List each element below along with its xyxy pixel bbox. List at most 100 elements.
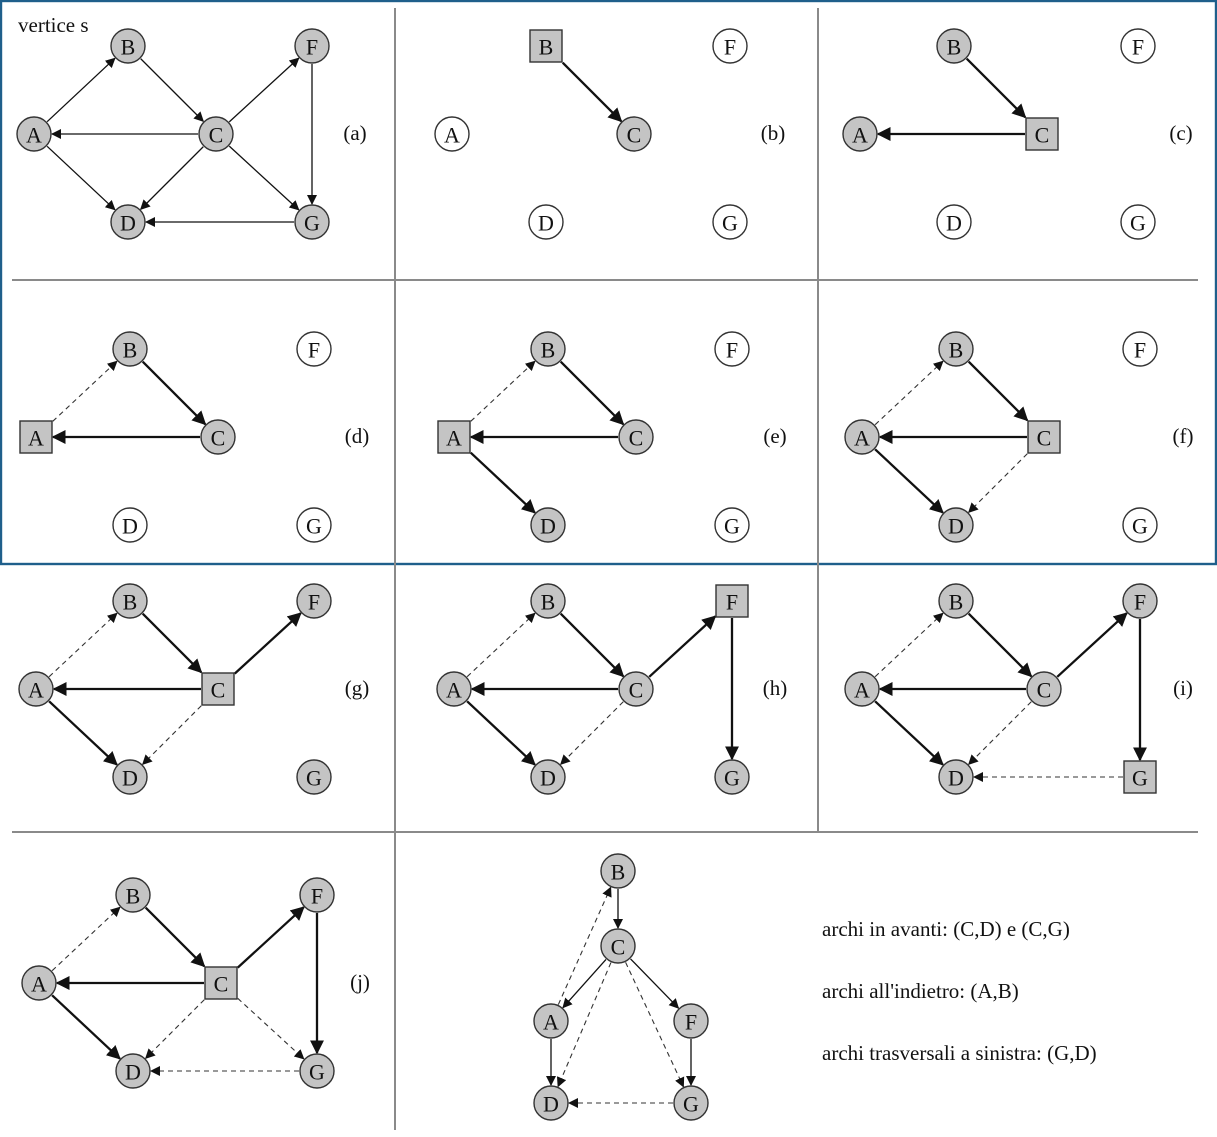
panel-h-node-b-circle (530, 583, 566, 619)
tree-node-c: C (600, 928, 636, 964)
panel-b-node-g-label: G (722, 211, 738, 236)
panel-g-node-g: G (296, 759, 332, 795)
panel-h-node-f-square (715, 584, 749, 618)
panel-g-edge-a-b (48, 612, 118, 678)
panel-h-node-d-label: D (540, 766, 556, 791)
panel-h-node-b-label: B (541, 590, 556, 615)
panel-b-node-a: A (434, 116, 470, 152)
panel-g-edge-c-f (233, 612, 302, 675)
panel-b-node-d-circle (528, 204, 564, 240)
panel-d-node-a-label: A (28, 426, 44, 451)
panel-d-edge-b-c (141, 360, 207, 426)
panel-a-edge-c-d (140, 146, 204, 210)
panel-h-node-a: A (436, 671, 472, 707)
panel-i-node-b-circle (938, 583, 974, 619)
panel-a-edge-b-c (140, 58, 204, 122)
panel-f-node-b-circle (938, 331, 974, 367)
panel-g-node-b-label: B (123, 590, 138, 615)
panel-j-node-c-label: C (214, 972, 229, 997)
panel-h-node-g-circle (714, 759, 750, 795)
panel-b-node-c-circle (616, 116, 652, 152)
panel-d-edges (51, 360, 207, 444)
panel-d-node-d: D (112, 507, 148, 543)
panel-d-node-d-circle (112, 507, 148, 543)
panel-h-node-c-label: C (629, 678, 644, 703)
panel-g-edge-c-d (142, 705, 202, 765)
panel-a-node-f: F (294, 28, 330, 64)
panel-h-node-g-label: G (724, 766, 740, 791)
tree-node-d-label: D (543, 1092, 559, 1117)
panel-i-node-c-circle (1026, 671, 1062, 707)
panel-b-node-c: C (616, 116, 652, 152)
panel-c-node-f: F (1120, 28, 1156, 64)
panel-d-node-f-circle (296, 331, 332, 367)
panel-f-edge-a-b (874, 360, 944, 426)
panel-b-edges (561, 61, 623, 123)
panel-e-edge-a-d (469, 451, 536, 514)
panel-i-label: (i) (1173, 676, 1193, 700)
panel-i-node-c: C (1026, 671, 1062, 707)
tree-node-a-circle (533, 1003, 569, 1039)
panel-c-node-a-label: A (852, 123, 868, 148)
panel-e-edges (469, 360, 625, 514)
panel-i-node-a-circle (844, 671, 880, 707)
panel-j-node-a: A (21, 965, 57, 1001)
panel-j-node-b-label: B (126, 884, 141, 909)
panel-i-edge-a-d (874, 700, 944, 766)
panel-h-edge-c-d (560, 701, 624, 765)
panel-f-edge-b-c (967, 360, 1029, 422)
tree-node-f: F (673, 1003, 709, 1039)
tree-node-f-circle (673, 1003, 709, 1039)
panel-f-node-a-circle (844, 419, 880, 455)
panel-e-node-f-label: F (726, 338, 738, 363)
panel-f-node-a-label: A (854, 426, 870, 451)
panel-i-node-a-label: A (854, 678, 870, 703)
tree-node-g: G (673, 1085, 709, 1121)
panel-g-node-g-label: G (306, 766, 322, 791)
panel-g-edge-a-d (48, 700, 118, 766)
tree-node-d: D (533, 1085, 569, 1121)
panel-j-edge-c-d (145, 999, 205, 1059)
panel-b-node-a-label: A (444, 123, 460, 148)
panel-i-edge-b-c (967, 612, 1033, 678)
panel-j-node-a-circle (21, 965, 57, 1001)
panel-e-node-a: A (437, 420, 471, 454)
panel-f-node-b-label: B (949, 338, 964, 363)
panel-c-node-f-label: F (1132, 35, 1144, 60)
panel-c-node-c-square (1025, 117, 1059, 151)
panel-e-node-g: G (714, 507, 750, 543)
panel-c-node-d-label: D (946, 211, 962, 236)
panel-j-node-b-circle (115, 877, 151, 913)
panel-f-node-f: F (1122, 331, 1158, 367)
panel-d-node-b-label: B (123, 338, 138, 363)
panel-g-node-f-label: F (308, 590, 320, 615)
legend-forward-edges: archi in avanti: (C,D) e (C,G) (822, 917, 1070, 941)
panel-a-edge-a-b (46, 57, 116, 123)
panel-d-node-a-square (19, 420, 53, 454)
panel-h-node-c-circle (618, 671, 654, 707)
panel-d-node-g: G (296, 507, 332, 543)
panel-g-node-d-circle (112, 759, 148, 795)
panel-e-edge-a-b (470, 360, 536, 422)
tree-node-f-label: F (685, 1010, 697, 1035)
panel-j-node-g-circle (299, 1053, 335, 1089)
panel-f-node-g: G (1122, 507, 1158, 543)
panel-j-edge-b-c (144, 906, 206, 968)
panel-g-node-f-circle (296, 583, 332, 619)
panel-e-node-d-circle (530, 507, 566, 543)
panel-j-node-d-circle (115, 1053, 151, 1089)
panel-g-node-g-circle (296, 759, 332, 795)
panel-g-node-f: F (296, 583, 332, 619)
panel-b-node-b-square (529, 29, 563, 63)
panel-i-node-f-label: F (1134, 590, 1146, 615)
panel-j-edge-a-b (51, 906, 121, 972)
panel-b-node-d-label: D (538, 211, 554, 236)
panel-f-node-c: C (1027, 420, 1061, 454)
panel-j-edge-c-f (236, 906, 305, 969)
panel-h-node-d: D (530, 759, 566, 795)
panel-c-node-b-circle (936, 28, 972, 64)
panel-a-node-a: A (16, 116, 52, 152)
